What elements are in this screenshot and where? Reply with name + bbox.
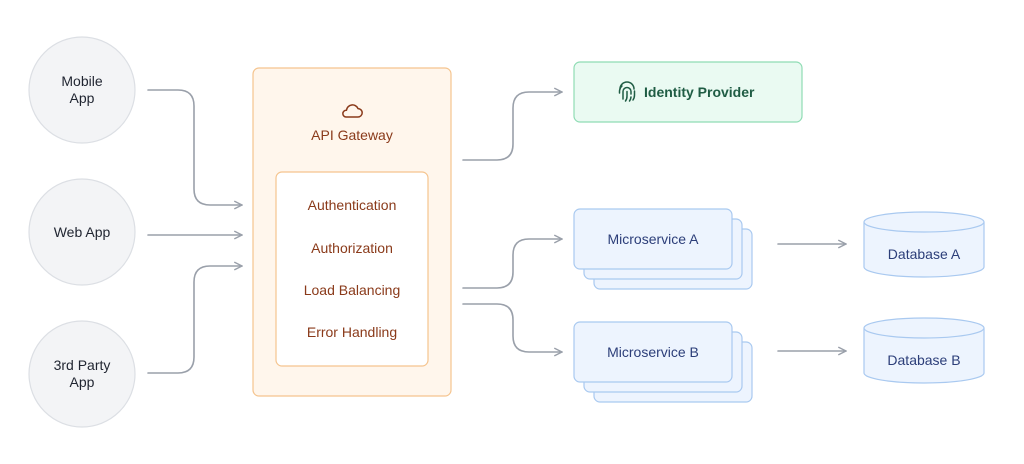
gateway-title: API Gateway	[311, 127, 393, 143]
cloud-icon	[342, 104, 363, 118]
connector-thirdparty-to-gateway	[147, 261, 243, 374]
client-node-web	[28, 178, 136, 286]
gateway-feature-authorization: Authorization	[311, 240, 393, 256]
connector-gateway-to-idp	[462, 87, 563, 161]
gateway-feature-error-handling: Error Handling	[306, 324, 398, 340]
client-label-mobile: Mobile App	[61, 73, 103, 106]
connector-mobile-to-gateway	[147, 89, 243, 210]
gateway-feature-load-balancing: Load Balancing	[303, 282, 401, 298]
database-a-label: Database A	[887, 246, 961, 262]
microservice-a-label: Microservice A	[607, 231, 699, 247]
database-b-label: Database B	[887, 352, 961, 368]
fingerprint-icon	[618, 81, 636, 102]
identity-provider-box	[573, 61, 803, 123]
database-a-cylinder	[863, 211, 985, 278]
gateway-features-box	[275, 171, 429, 367]
database-b-cylinder	[863, 317, 985, 384]
client-label-web: Web App	[53, 223, 111, 240]
gateway-feature-authentication: Authentication	[307, 197, 397, 213]
client-node-thirdparty	[28, 320, 136, 428]
microservice-b-label: Microservice B	[607, 344, 699, 360]
microservice-a-box	[573, 208, 733, 270]
microservice-b-box	[573, 321, 733, 383]
connector-gateway-to-service-a	[462, 234, 563, 289]
identity-provider-label: Identity Provider	[644, 84, 755, 100]
connector-gateway-to-service-b	[462, 303, 563, 357]
client-label-thirdparty: 3rd Party App	[53, 357, 111, 390]
client-node-mobile	[28, 36, 136, 144]
